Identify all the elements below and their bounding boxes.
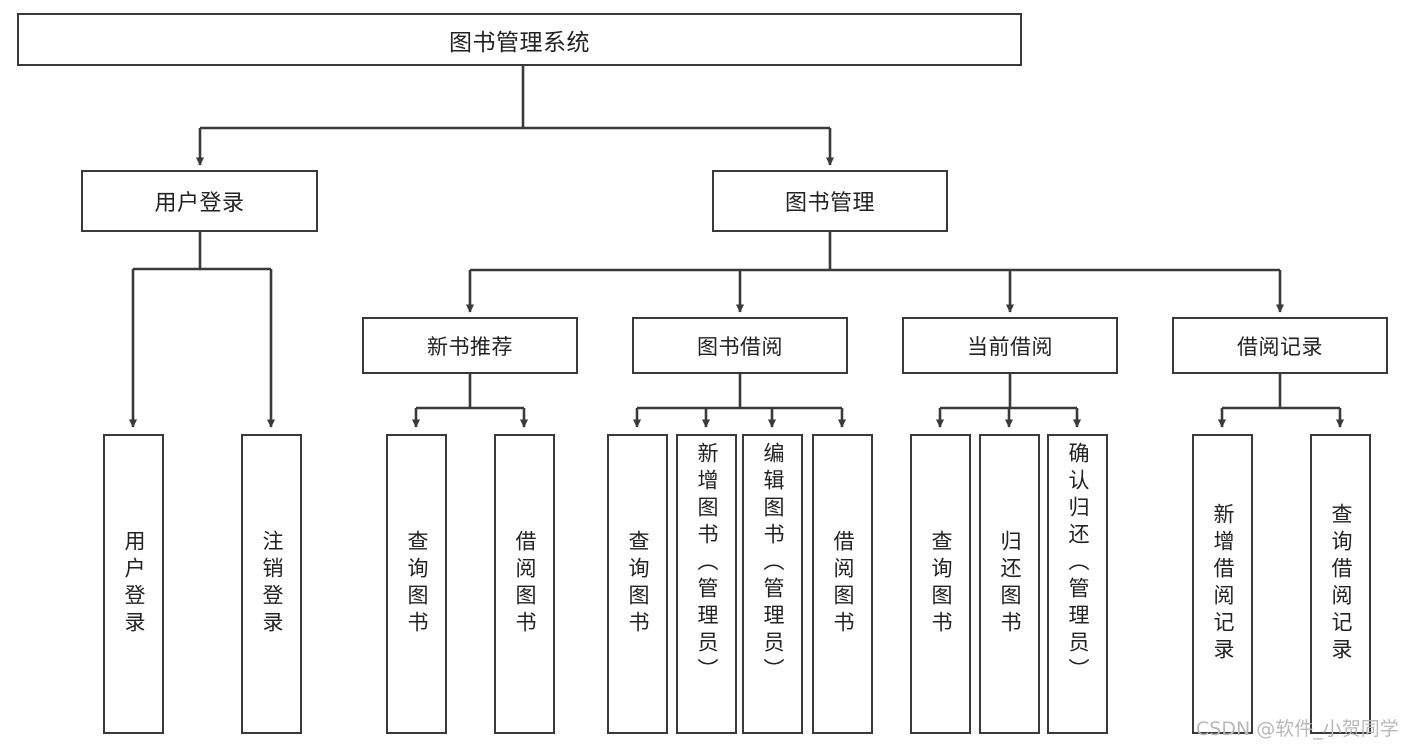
node-label: 归还图书 <box>998 530 1022 638</box>
node-leaf-add-book[interactable]: 新增图书（管理员） <box>676 434 737 734</box>
node-leaf-logout-login[interactable]: 注销登录 <box>241 434 302 734</box>
node-label: 新增图书（管理员） <box>695 442 719 685</box>
node-label: 查询借阅记录 <box>1329 503 1353 665</box>
node-label: 借阅图书 <box>513 530 537 638</box>
node-leaf-query-book-borrow[interactable]: 查询图书 <box>607 434 668 734</box>
node-user-login[interactable]: 用户登录 <box>81 170 318 232</box>
node-leaf-edit-book[interactable]: 编辑图书（管理员） <box>742 434 803 734</box>
node-label: 借阅图书 <box>831 530 855 638</box>
node-current-borrow[interactable]: 当前借阅 <box>902 317 1118 374</box>
node-leaf-borrow-book-recommend[interactable]: 借阅图书 <box>494 434 555 734</box>
node-label: 查询图书 <box>626 530 650 638</box>
node-label: 查询图书 <box>929 530 953 638</box>
node-label: 注销登录 <box>260 530 284 638</box>
node-label: 借阅记录 <box>1237 334 1323 359</box>
node-leaf-add-borrow-record[interactable]: 新增借阅记录 <box>1192 434 1253 734</box>
node-leaf-borrow-book[interactable]: 借阅图书 <box>812 434 873 734</box>
node-book-borrow[interactable]: 图书借阅 <box>632 317 848 374</box>
node-leaf-confirm-return[interactable]: 确认归还（管理员） <box>1047 434 1108 734</box>
node-label: 新增借阅记录 <box>1211 503 1235 665</box>
node-leaf-query-borrow-record[interactable]: 查询借阅记录 <box>1310 434 1371 734</box>
node-root-book-management-system[interactable]: 图书管理系统 <box>17 13 1022 66</box>
node-label: 用户登录 <box>122 530 146 638</box>
node-label: 当前借阅 <box>967 334 1053 359</box>
node-leaf-query-book-current[interactable]: 查询图书 <box>910 434 971 734</box>
node-label: 图书借阅 <box>697 334 783 359</box>
node-leaf-return-book[interactable]: 归还图书 <box>979 434 1040 734</box>
node-label: 查询图书 <box>405 530 429 638</box>
node-new-book-recommend[interactable]: 新书推荐 <box>362 317 578 374</box>
node-label: 编辑图书（管理员） <box>761 442 785 685</box>
node-label: 用户登录 <box>154 191 245 216</box>
node-label: 确认归还（管理员） <box>1066 442 1090 685</box>
node-leaf-query-book-recommend[interactable]: 查询图书 <box>386 434 447 734</box>
node-leaf-user-login[interactable]: 用户登录 <box>103 434 164 734</box>
node-borrow-record[interactable]: 借阅记录 <box>1172 317 1388 374</box>
node-book-management[interactable]: 图书管理 <box>712 170 948 232</box>
node-label: 图书管理系统 <box>449 29 590 56</box>
node-label: 新书推荐 <box>427 334 513 359</box>
node-label: 图书管理 <box>784 191 875 216</box>
